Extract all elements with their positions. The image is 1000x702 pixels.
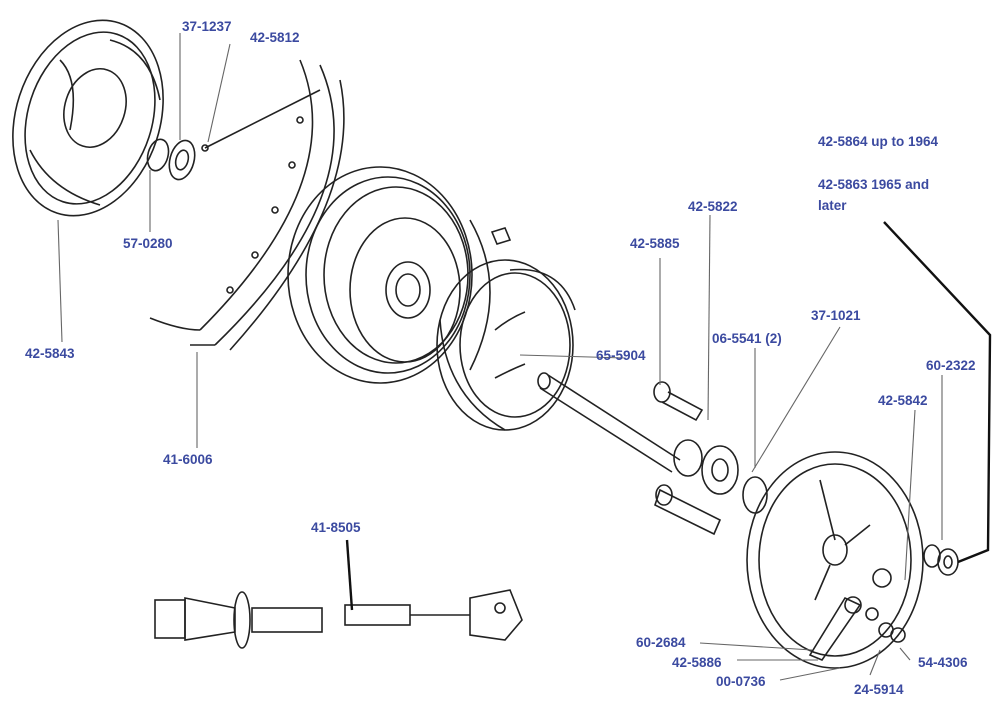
label-57-0280: 57-0280	[123, 236, 173, 251]
brake-backing-plate	[746, 451, 924, 669]
hub-cover-dish	[12, 19, 164, 217]
label-41-6006: 41-6006	[163, 452, 213, 467]
axle-nut-and-washer	[923, 544, 959, 576]
label-54-4306: 54-4306	[918, 655, 968, 670]
label-42-5863-line1: 42-5863 1965 and	[818, 177, 929, 192]
seal-and-washer	[146, 138, 196, 181]
small-clip	[490, 227, 512, 245]
label-42-5886: 42-5886	[672, 655, 722, 670]
label-42-5864: 42-5864 up to 1964	[818, 134, 939, 149]
label-42-5842: 42-5842	[878, 393, 928, 408]
label-65-5904: 65-5904	[596, 348, 646, 363]
label-42-5822: 42-5822	[688, 199, 738, 214]
brake-drum-hub	[287, 166, 491, 384]
label-37-1021: 37-1021	[811, 308, 861, 323]
part-number-labels: 37-1237 42-5812 57-0280 42-5843 41-6006 …	[25, 19, 976, 697]
axle-spindle	[537, 372, 681, 473]
speedometer-drive	[154, 589, 523, 649]
label-42-5863-line2: later	[818, 198, 847, 213]
label-24-5914: 24-5914	[854, 682, 904, 697]
leader-lines	[57, 33, 992, 681]
label-42-5885: 42-5885	[630, 236, 680, 251]
brake-shoes	[436, 259, 576, 431]
label-41-8505: 41-8505	[311, 520, 361, 535]
wheel-rim	[149, 59, 345, 351]
brake-lever-arm	[808, 596, 906, 661]
brake-cam	[654, 484, 722, 536]
spoke	[201, 89, 321, 152]
label-60-2684: 60-2684	[636, 635, 686, 650]
label-00-0736: 00-0736	[716, 674, 766, 689]
label-60-2322: 60-2322	[926, 358, 976, 373]
label-06-5541: 06-5541 (2)	[712, 331, 782, 346]
label-42-5812: 42-5812	[250, 30, 300, 45]
bolt	[653, 381, 704, 422]
label-42-5843: 42-5843	[25, 346, 75, 361]
label-37-1237: 37-1237	[182, 19, 232, 34]
bearing-set	[673, 439, 768, 514]
